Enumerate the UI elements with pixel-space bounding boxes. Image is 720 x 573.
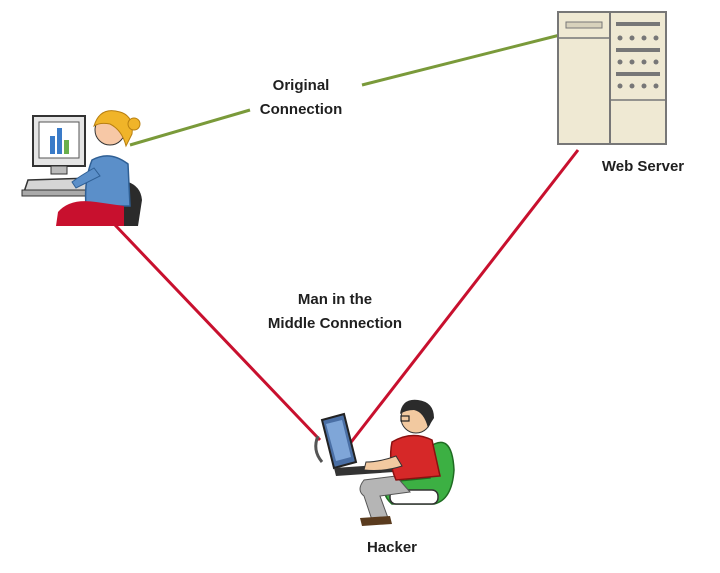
mitm-line-user-hacker (113, 223, 322, 442)
original-connection-label-line-1: Original (272, 77, 330, 94)
mitm-connection-label-line-2: Middle Connection (267, 315, 403, 332)
original-connection-label: Original Connection (246, 74, 356, 122)
mitm-connection-label: Man in the Middle Connection (240, 288, 430, 336)
original-connection-line (129, 108, 251, 147)
original-connection-line-2 (361, 33, 561, 87)
woman-at-computer-icon (21, 110, 142, 226)
mitm-connection-label-line-1: Man in the (297, 291, 373, 308)
original-connection-label-line-2: Connection (259, 101, 343, 118)
mitm-line-hacker-server (343, 149, 580, 451)
hacker-label: Hacker (366, 539, 418, 556)
web-server-label: Web Server (601, 158, 685, 175)
web-server-icon (557, 11, 667, 145)
man-at-laptop-icon (314, 399, 455, 526)
